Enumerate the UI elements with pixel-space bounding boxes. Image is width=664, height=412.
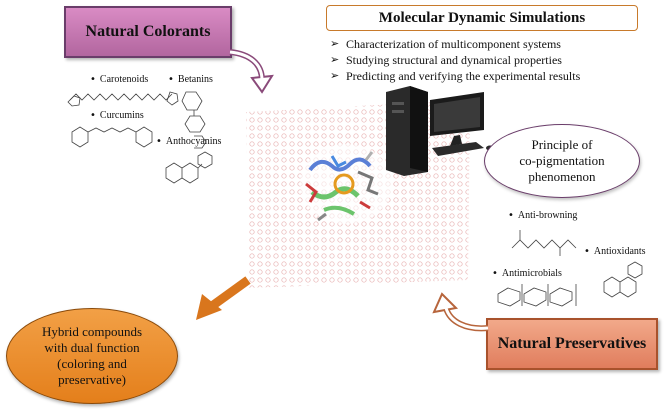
preservative-label-anti-browning: •Anti-browning bbox=[508, 210, 578, 221]
monitor-icon bbox=[430, 92, 484, 146]
principle-line: Principle of bbox=[531, 137, 593, 152]
natural-colorants-box: Natural Colorants bbox=[64, 6, 232, 58]
preservative-label-antioxidants: •Antioxidants bbox=[584, 246, 646, 257]
colorant-label-curcumins: •Curcumins bbox=[90, 110, 144, 121]
betanin-structure-icon bbox=[181, 91, 207, 149]
md-simulations-title-box: Molecular Dynamic Simulations bbox=[326, 5, 638, 31]
arrow-colorants-to-md-icon bbox=[229, 49, 274, 94]
colorant-label-betanins: •Betanins bbox=[168, 74, 213, 85]
arrow-md-to-hybrid-icon bbox=[196, 276, 251, 320]
hybrid-compounds-text: Hybrid compounds with dual function (col… bbox=[41, 324, 143, 387]
preservative-label-antimicrobials: •Antimicrobials bbox=[492, 268, 562, 279]
colorant-label-carotenoids: •Carotenoids bbox=[90, 74, 149, 85]
natural-preservatives-box: Natural Preservatives bbox=[486, 318, 658, 370]
computer-tower-icon bbox=[386, 86, 428, 176]
principle-ellipse: Principle of co-pigmentation phenomenon bbox=[484, 124, 640, 198]
curcumin-structure-icon bbox=[71, 126, 153, 148]
principle-line: co-pigmentation bbox=[519, 153, 605, 168]
natural-preservatives-title: Natural Preservatives bbox=[497, 335, 647, 352]
anthocyanin-structure-icon bbox=[165, 151, 213, 184]
md-item: Studying structural and dynamical proper… bbox=[330, 52, 660, 68]
principle-line: phenomenon bbox=[528, 169, 596, 184]
computer-icon bbox=[386, 86, 494, 176]
antioxidant-structure-icon bbox=[603, 261, 643, 298]
protein-structure-icon bbox=[300, 144, 392, 224]
natural-colorants-title: Natural Colorants bbox=[85, 23, 211, 40]
md-simulations-title: Molecular Dynamic Simulations bbox=[378, 9, 586, 26]
colorant-label-anthocyanins: •Anthocyanins bbox=[156, 136, 222, 147]
keyboard-icon bbox=[432, 142, 484, 156]
md-item: Predicting and verifying the experimenta… bbox=[330, 68, 660, 84]
anti-browning-structure-icon bbox=[511, 230, 577, 256]
antimicrobial-structure-icon bbox=[497, 284, 577, 307]
hybrid-compounds-ellipse: Hybrid compounds with dual function (col… bbox=[6, 308, 178, 404]
md-simulations-list: Characterization of multicomponent syste… bbox=[330, 36, 660, 84]
md-item: Characterization of multicomponent syste… bbox=[330, 36, 660, 52]
arrow-preservatives-to-md-icon bbox=[432, 292, 489, 332]
carotenoid-structure-icon bbox=[67, 91, 179, 107]
